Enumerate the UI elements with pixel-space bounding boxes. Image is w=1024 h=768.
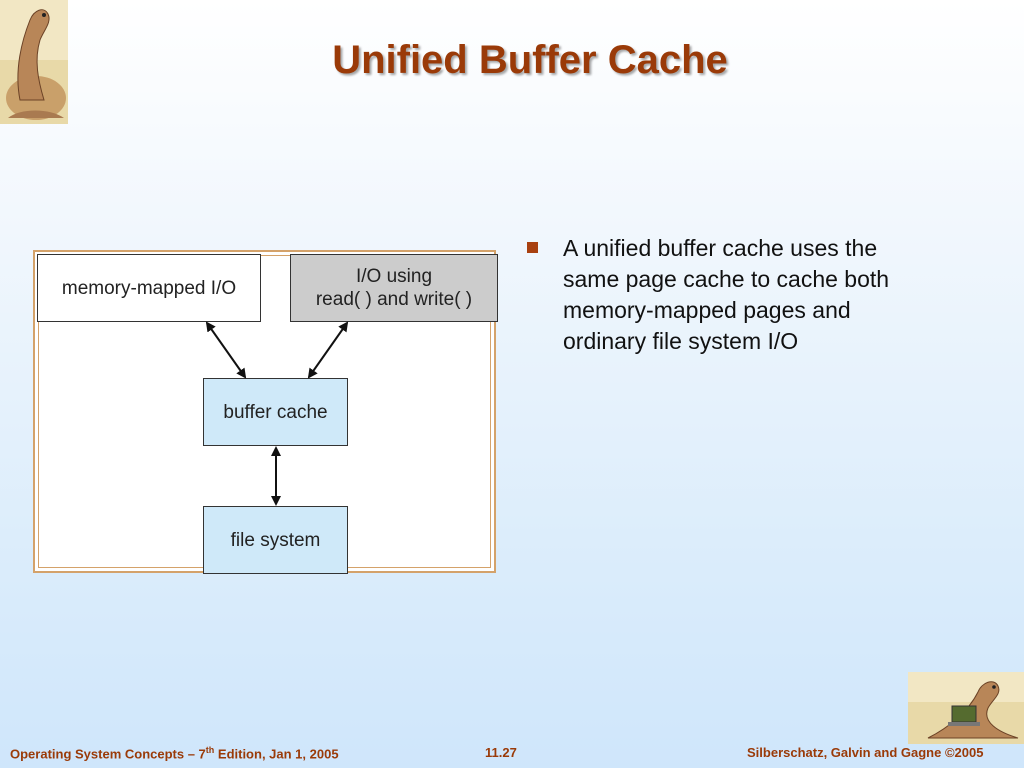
io-using-label: I/O using [355, 266, 433, 287]
bullet-list: A unified buffer cache uses the same pag… [525, 233, 905, 357]
memory-mapped-io-label: memory-mapped I/O [61, 277, 237, 299]
bullet-text: A unified buffer cache uses the same pag… [563, 235, 890, 354]
square-bullet-icon [527, 242, 538, 253]
file-system-box: file system [203, 506, 348, 574]
dinosaur-laptop-icon [908, 672, 1024, 744]
footer-copyright: Silberschatz, Galvin and Gagne ©2005 [747, 745, 984, 760]
dinosaur-logo-icon [0, 0, 68, 124]
slide-title: Unified Buffer Cache [332, 38, 728, 82]
memory-mapped-io-box: memory-mapped I/O [37, 254, 261, 322]
file-system-label: file system [230, 529, 321, 551]
buffer-cache-box: buffer cache [203, 378, 348, 446]
read-write-label: read( ) and write( ) [315, 289, 473, 310]
footer-page-number: 11.27 [485, 745, 517, 760]
bullet-item: A unified buffer cache uses the same pag… [525, 233, 905, 357]
footer-book-title: Operating System Concepts – 7th Edition,… [10, 745, 339, 762]
buffer-cache-label: buffer cache [223, 401, 328, 423]
io-read-write-box: I/O using read( ) and write( ) [290, 254, 498, 322]
